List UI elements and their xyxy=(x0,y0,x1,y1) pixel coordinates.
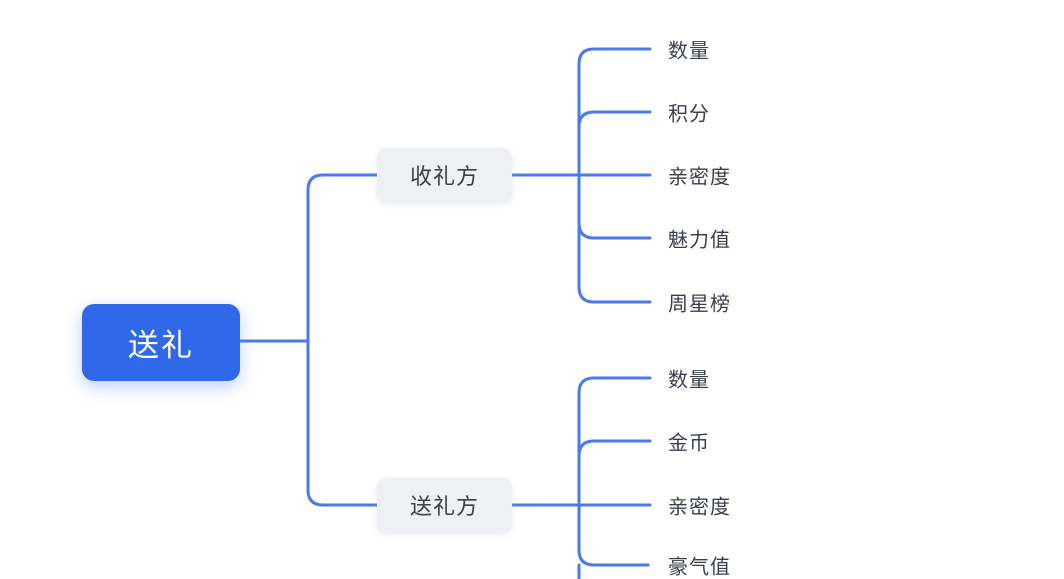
edge-sender-child-1 xyxy=(577,376,652,507)
edge-sender-child-2 xyxy=(577,439,652,507)
edge-receiver-child-1 xyxy=(577,47,652,177)
leaf-node-receiver-quantity[interactable]: 数量 xyxy=(668,40,710,63)
edge-root-receiver xyxy=(306,173,379,343)
leaf-node-receiver-points[interactable]: 积分 xyxy=(668,103,710,126)
branch-node-receiver[interactable]: 收礼方 xyxy=(377,148,512,202)
leaf-node-sender-gold[interactable]: 金币 xyxy=(668,432,710,455)
edge-receiver-child-2 xyxy=(577,110,652,177)
edge-receiver-child-4 xyxy=(577,173,652,240)
leaf-node-receiver-intimacy[interactable]: 亲密度 xyxy=(668,166,731,189)
leaf-node-sender-generosity[interactable]: 豪气值 xyxy=(668,556,731,579)
leaf-node-sender-quantity[interactable]: 数量 xyxy=(668,369,710,392)
leaf-node-receiver-charm[interactable]: 魅力值 xyxy=(668,229,731,252)
leaf-node-sender-intimacy[interactable]: 亲密度 xyxy=(668,496,731,519)
edge-sender-child-4 xyxy=(577,503,650,567)
edge-receiver-child-5 xyxy=(577,173,652,304)
leaf-node-receiver-weekly-star[interactable]: 周星榜 xyxy=(668,293,731,316)
branch-node-sender[interactable]: 送礼方 xyxy=(377,478,512,532)
edge-root-sender xyxy=(306,339,379,507)
root-node[interactable]: 送礼 xyxy=(82,304,240,381)
